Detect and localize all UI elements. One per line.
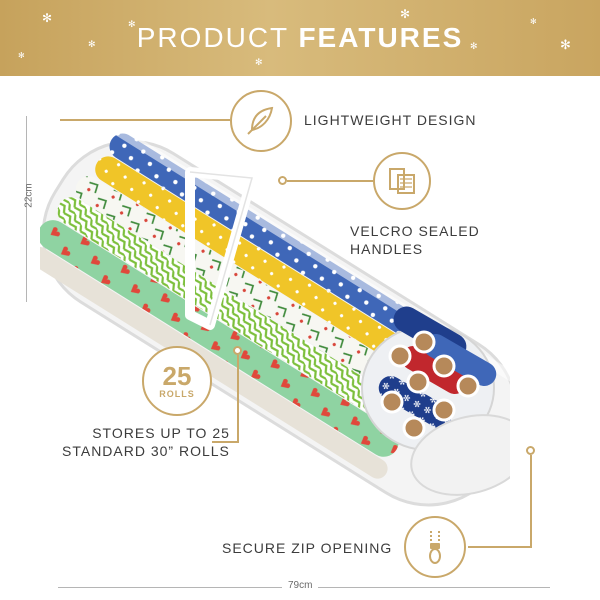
- height-dimension-label: 22cm: [23, 183, 35, 208]
- snowflake-icon: ✻: [560, 37, 571, 52]
- snowflake-icon: ✻: [530, 17, 537, 26]
- snowflake-icon: ✻: [400, 7, 411, 21]
- header-banner: ✻ ✻ ✻ ✻ ✻ ✻ ✻ ✻ ✻ PRODUCT FEATURES: [0, 0, 600, 76]
- leader-dot-zip: [526, 446, 535, 455]
- feature-stores-text: STORES UP TO 25 STANDARD 30” ROLLS: [62, 424, 230, 460]
- velcro-handle-icon: [389, 168, 415, 194]
- leader-dot-rolls: [233, 346, 242, 355]
- feature-velcro-line1: VELCRO SEALED: [350, 223, 480, 239]
- rolls-icon-circle: 25 ROLLS: [142, 346, 212, 416]
- leader-line-zip-vertical: [530, 455, 532, 547]
- length-dimension-label: 79cm: [282, 580, 319, 591]
- rolls-count: 25: [162, 361, 192, 391]
- snowflake-icon: ✻: [128, 19, 136, 29]
- feature-lightweight-text: LIGHTWEIGHT DESIGN: [304, 112, 477, 128]
- wrapping-paper-storage-bag: ✻: [40, 122, 510, 507]
- feather-icon: [247, 106, 274, 135]
- page-title: PRODUCT FEATURES: [0, 22, 600, 54]
- title-light: PRODUCT: [136, 22, 289, 53]
- snowflake-icon: ✻: [470, 41, 478, 51]
- height-dimension-line: [26, 116, 27, 302]
- leader-dot-velcro: [278, 176, 287, 185]
- feature-stores-line2: STANDARD 30” ROLLS: [62, 443, 230, 459]
- leader-line-rolls-horizontal: [212, 441, 239, 443]
- snowflake-icon: ✻: [18, 51, 25, 60]
- snowflake-icon: ✻: [42, 11, 53, 25]
- feature-velcro-line2: HANDLES: [350, 241, 424, 257]
- leader-line-lightweight: [60, 119, 230, 121]
- leader-line-velcro: [287, 180, 373, 182]
- lightweight-icon-circle: [230, 90, 292, 152]
- feature-velcro-text: VELCRO SEALED HANDLES: [350, 222, 480, 258]
- velcro-icon-circle: [373, 152, 431, 210]
- zip-icon-circle: [404, 516, 466, 578]
- title-bold: FEATURES: [298, 22, 464, 53]
- snowflake-icon: ✻: [88, 39, 96, 49]
- snowflake-icon: ✻: [255, 57, 263, 67]
- leader-line-rolls-vertical: [237, 355, 239, 441]
- feature-zip-text: SECURE ZIP OPENING: [222, 540, 393, 556]
- leader-line-zip-horizontal: [468, 546, 532, 548]
- rolls-label: ROLLS: [159, 389, 195, 399]
- zipper-icon: [429, 531, 441, 564]
- feature-stores-line1: STORES UP TO 25: [92, 425, 230, 441]
